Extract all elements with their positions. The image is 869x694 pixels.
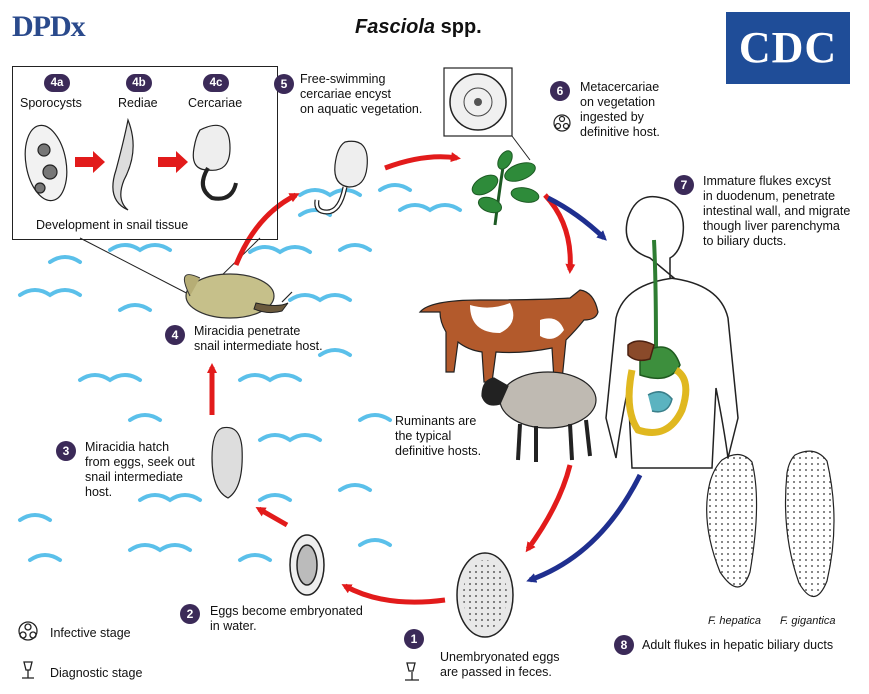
stage-4b-label: Rediae: [118, 96, 158, 110]
step-1-badge: 1: [404, 629, 424, 649]
cow-illustration: [418, 289, 599, 383]
species-label-hepatica: F. hepatica: [708, 615, 762, 627]
stage-4c-badge: 4c: [203, 74, 229, 92]
metacercaria-illustration: [443, 67, 531, 161]
step-2-badge: 2: [180, 604, 200, 624]
step-5-badge: 5: [274, 74, 294, 94]
step-8-badge: 8: [614, 635, 634, 655]
inset-organisms: [24, 117, 238, 211]
blue-arrows: [526, 195, 643, 583]
legend-icons: [18, 621, 38, 679]
step-4-badge: 4: [165, 325, 185, 345]
stage-4b-badge: 4b: [126, 74, 152, 92]
plant-illustration: [471, 150, 540, 226]
dpdx-logo: DPDx: [12, 10, 86, 43]
sheep-illustration: [481, 371, 597, 462]
legend-diagnostic-label: Diagnostic stage: [50, 666, 143, 680]
diagnostic-icon-step1: [405, 662, 419, 681]
step-6-badge: 6: [550, 81, 570, 101]
stage-4c-label: Cercariae: [188, 96, 243, 110]
title-suffix: spp.: [435, 16, 482, 38]
page-title: Fasciola spp.: [355, 16, 482, 39]
water-waves: [18, 183, 462, 562]
miracidium-illustration: [211, 426, 243, 499]
human-illustration: [605, 195, 739, 469]
legend-infective-label: Infective stage: [50, 626, 131, 640]
snail-development-inset: [12, 66, 278, 240]
step-7-badge: 7: [674, 175, 694, 195]
inset-arrows: [75, 151, 188, 173]
unembryonated-egg-illustration: [456, 552, 514, 638]
title-genus: Fasciola: [355, 16, 436, 38]
infective-icon-step6: [553, 114, 571, 132]
embryonated-egg-illustration: [289, 534, 325, 596]
stage-4a-badge: 4a: [44, 74, 70, 92]
step-3-badge: 3: [56, 441, 76, 461]
cdc-logo: CDC: [726, 12, 850, 84]
stage-4a-label: Sporocysts: [20, 96, 82, 110]
adult-flukes-illustration: [706, 450, 835, 598]
inset-caption: Development in snail tissue: [36, 218, 189, 232]
species-label-gigantica: F. gigantica: [780, 615, 836, 627]
snail-illustration: [183, 273, 293, 319]
step-8-text: Adult flukes in hepatic biliary ducts: [642, 638, 834, 652]
cercaria-illustration: [314, 140, 368, 215]
